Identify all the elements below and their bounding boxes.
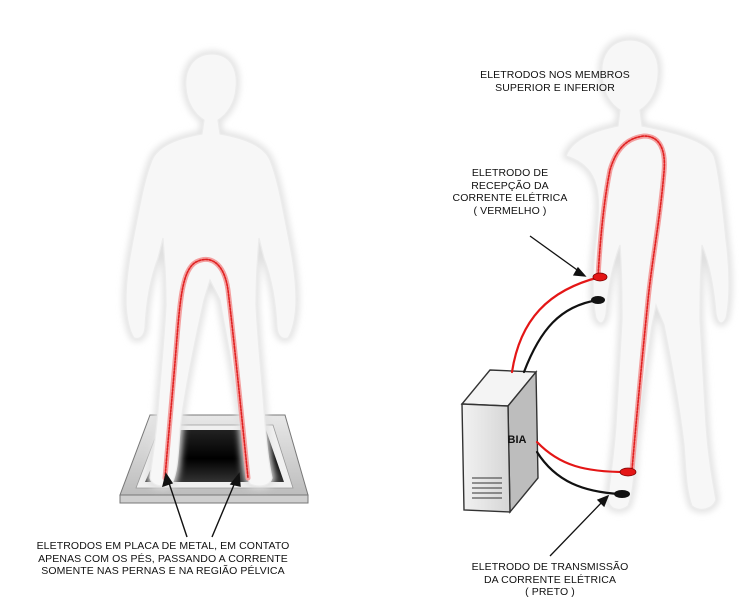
red-electrode-leg — [620, 468, 636, 476]
bia-device-label: BIA — [497, 434, 537, 446]
caption-reception-line-1: ELETRODO DE — [450, 167, 570, 180]
caption-left: ELETRODOS EM PLACA DE METAL, EM CONTATO … — [4, 540, 322, 578]
black-electrode-arm — [591, 296, 605, 304]
caption-left-line-1: ELETRODOS EM PLACA DE METAL, EM CONTATO — [4, 540, 322, 553]
black-wire-arm — [524, 300, 598, 372]
right-figure — [462, 40, 729, 556]
caption-transmission-line-3: ( PRETO ) — [470, 586, 630, 599]
metal-plate — [120, 415, 308, 503]
caption-reception: ELETRODO DE RECEPÇÃO DA CORRENTE ELÉTRIC… — [450, 167, 570, 217]
caption-top-right: ELETRODOS NOS MEMBROS SUPERIOR E INFERIO… — [440, 69, 670, 94]
red-electrode-arm — [593, 273, 607, 281]
caption-left-line-3: SOMENTE NAS PERNAS E NA REGIÃO PÉLVICA — [4, 565, 322, 578]
caption-transmission-line-2: DA CORRENTE ELÉTRICA — [470, 574, 630, 587]
caption-left-line-2: APENAS COM OS PÉS, PASSANDO A CORRENTE — [4, 553, 322, 566]
black-electrode-leg — [614, 490, 630, 498]
caption-top-right-line-1: ELETRODOS NOS MEMBROS — [440, 69, 670, 82]
caption-reception-line-4: ( VERMELHO ) — [450, 205, 570, 218]
body-silhouette-right — [566, 40, 729, 509]
left-figure — [120, 54, 308, 537]
caption-reception-line-3: CORRENTE ELÉTRICA — [450, 192, 570, 205]
caption-top-right-line-2: SUPERIOR E INFERIOR — [440, 82, 670, 95]
caption-transmission-line-1: ELETRODO DE TRANSMISSÃO — [470, 561, 630, 574]
caption-transmission: ELETRODO DE TRANSMISSÃO DA CORRENTE ELÉT… — [470, 561, 630, 599]
caption-reception-line-2: RECEPÇÃO DA — [450, 180, 570, 193]
red-wire-arm — [512, 277, 600, 372]
